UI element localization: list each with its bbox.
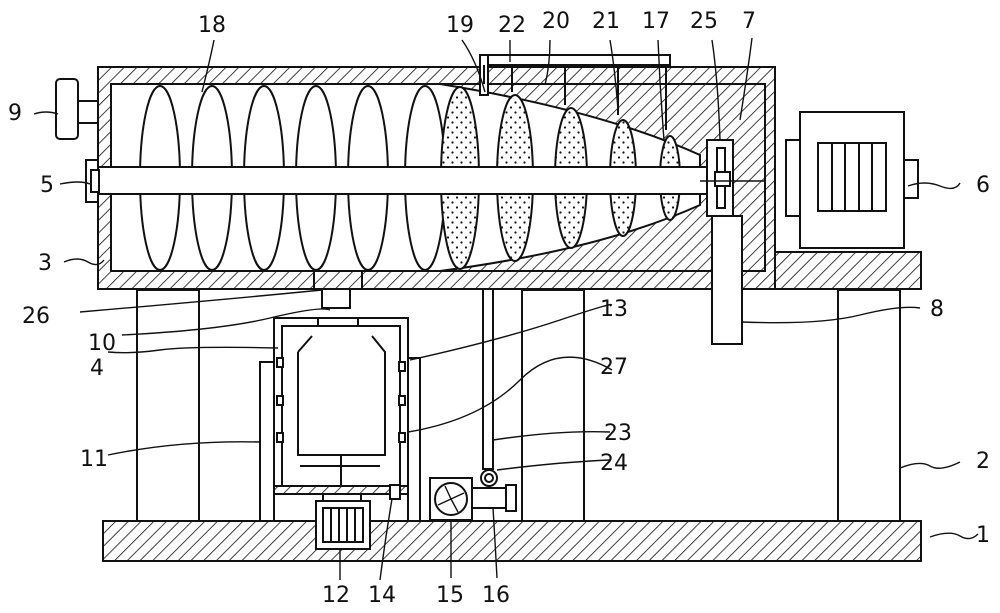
label-19: 19	[446, 13, 474, 38]
label-10: 10	[88, 331, 116, 356]
label-6: 6	[976, 173, 990, 198]
label-3: 3	[38, 251, 52, 276]
label-27: 27	[600, 355, 628, 380]
part-labels: 1 2 3 4 5 6 7 8 9 10 11 12 13 14 15 16 1…	[8, 9, 990, 608]
vertical-pipe	[482, 288, 494, 470]
left-rail	[259, 361, 275, 522]
feed-port	[313, 270, 363, 290]
box-bottom	[273, 485, 409, 495]
support-legs	[136, 289, 901, 522]
label-11: 11	[80, 447, 108, 472]
leader-lines	[33, 37, 979, 581]
bottom-motor	[315, 493, 371, 550]
label-4: 4	[90, 356, 104, 381]
label-7: 7	[742, 9, 756, 34]
label-18: 18	[198, 13, 226, 38]
label-13: 13	[600, 297, 628, 322]
valve-small	[389, 484, 401, 500]
label-26: 26	[22, 304, 50, 329]
label-14: 14	[368, 583, 396, 608]
label-25: 25	[690, 9, 718, 34]
feed-chute	[321, 288, 351, 309]
label-16: 16	[482, 583, 510, 608]
label-20: 20	[542, 9, 570, 34]
inner-basket	[297, 335, 386, 456]
label-15: 15	[436, 583, 464, 608]
tapered-insert	[439, 83, 766, 272]
right-motor	[785, 111, 919, 249]
label-22: 22	[498, 13, 526, 38]
left-bearing-cap	[90, 169, 100, 193]
label-9: 9	[8, 101, 22, 126]
label-2: 2	[976, 449, 990, 474]
left-motor-shaft	[75, 100, 99, 124]
label-21: 21	[592, 9, 620, 34]
right-rail	[407, 357, 421, 522]
pump-valve	[471, 469, 517, 512]
fan-unit	[429, 477, 473, 521]
motor-platform	[774, 251, 922, 290]
label-5: 5	[40, 173, 54, 198]
label-1: 1	[976, 523, 990, 548]
screw-shaft	[85, 166, 727, 195]
bearing-core	[714, 171, 731, 187]
base-plate	[102, 520, 922, 562]
basket-lid	[317, 317, 359, 327]
label-8: 8	[930, 297, 944, 322]
label-12: 12	[322, 583, 350, 608]
left-motor	[55, 78, 79, 140]
box-brackets	[276, 357, 406, 443]
spray-bar	[479, 54, 671, 130]
label-23: 23	[604, 421, 632, 446]
label-17: 17	[642, 9, 670, 34]
discharge-pipe	[711, 215, 743, 345]
label-24: 24	[600, 451, 628, 476]
